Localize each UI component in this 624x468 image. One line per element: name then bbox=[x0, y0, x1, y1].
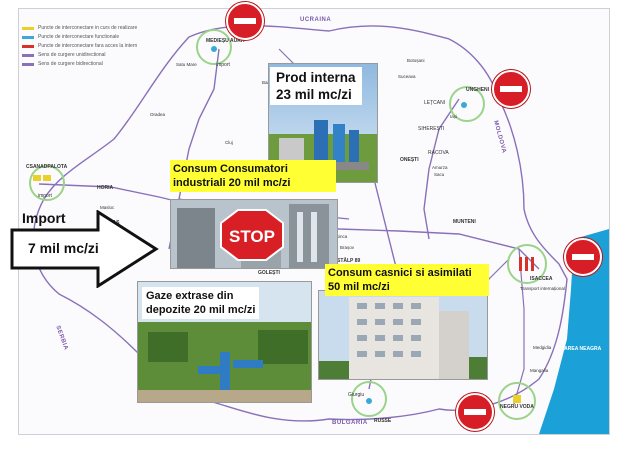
city-onesti: ONEȘTI bbox=[400, 157, 419, 163]
import-value: 7 mil mc/zi bbox=[28, 240, 99, 256]
no-entry-icon bbox=[564, 238, 602, 276]
city-botosani: Botoșani bbox=[407, 58, 425, 63]
import-arrow-icon bbox=[10, 210, 159, 288]
legend-item: Puncte de interconectare in curs de real… bbox=[22, 24, 137, 33]
city-sinca: Șinca bbox=[336, 234, 348, 239]
label-prod-interna: Prod interna 23 mil mc/zi bbox=[270, 67, 362, 105]
city-cluj: Cluj bbox=[225, 140, 233, 145]
sea-label: MAREA NEAGRA bbox=[560, 346, 602, 352]
label-consum-industrial: Consum Consumatori industriali 20 mil mc… bbox=[170, 160, 336, 192]
legend-item: Puncte de interconectare functionale bbox=[22, 33, 137, 42]
no-entry-icon bbox=[456, 393, 494, 431]
point-csanad-import: import bbox=[38, 193, 52, 199]
city-mangalia: Mangalia bbox=[530, 368, 549, 373]
legend-label: Puncte de interconectare fara acces la i… bbox=[38, 43, 138, 49]
import-title: Import bbox=[22, 210, 66, 226]
city-suceava: Suceava bbox=[398, 74, 416, 79]
point-ungheni: UNGHENI bbox=[466, 87, 490, 93]
point-ruse: RUSSE bbox=[374, 418, 392, 424]
no-entry-icon bbox=[492, 70, 530, 108]
legend-swatch bbox=[22, 63, 34, 66]
stop-sign-icon: STOP bbox=[220, 209, 284, 261]
city-iasi: Iași bbox=[450, 114, 458, 119]
point-giurgiu: Giurgiu bbox=[348, 392, 365, 398]
point-medieselaurit-import: import bbox=[216, 62, 230, 68]
legend-label: Sens de curgere unidirectional bbox=[38, 52, 106, 58]
legend-item: Sens de curgere unidirectional bbox=[22, 51, 137, 60]
legend-item: Puncte de interconectare fara acces la i… bbox=[22, 42, 137, 51]
city-satu-mare: Satu Mare bbox=[176, 62, 197, 67]
legend-item: Sens de curgere bidirectional bbox=[22, 60, 137, 69]
point-negru-voda: NEGRU VODA bbox=[500, 404, 534, 410]
legend-label: Puncte de interconectare in curs de real… bbox=[38, 25, 138, 31]
point-isaccea: ISACCEA bbox=[530, 276, 553, 282]
border-ucraina: UCRAINA bbox=[300, 17, 332, 23]
city-stalp: STÂLP 89 bbox=[337, 258, 361, 264]
legend-label: Sens de curgere bidirectional bbox=[38, 61, 103, 67]
label-consum-casnic: Consum casnici si asimilati 50 mil mc/zi bbox=[325, 264, 489, 296]
label-gaze-extrase: Gaze extrase din depozite 20 mil mc/zi bbox=[142, 287, 260, 319]
legend-swatch bbox=[22, 27, 34, 30]
city-amurza: Amurza bbox=[432, 165, 448, 170]
city-sacu: Sacu bbox=[434, 172, 445, 177]
city-transport: Transport internațional bbox=[520, 286, 565, 291]
city-medgidia: Medgidia bbox=[533, 345, 552, 350]
city-oradea: Oradea bbox=[150, 112, 166, 117]
map-legend: Puncte de interconectare in curs de real… bbox=[22, 24, 137, 69]
legend-swatch bbox=[22, 36, 34, 39]
point-csanadpalota: CSANADPALOTA bbox=[26, 164, 68, 170]
border-bulgaria: BULGARIA bbox=[332, 420, 368, 426]
city-masloc: Masloc bbox=[100, 205, 115, 210]
city-munteni: MUNTENI bbox=[453, 219, 476, 225]
city-horia: HORIA bbox=[97, 185, 114, 191]
city-sihereasti: SIHEREȘTI bbox=[418, 126, 445, 132]
photo-consum-casnic bbox=[318, 290, 488, 380]
legend-swatch bbox=[22, 45, 34, 48]
city-racova: RACOVA bbox=[428, 150, 449, 156]
legend-label: Puncte de interconectare functionale bbox=[38, 34, 120, 40]
city-golesti: GOLEȘTI bbox=[258, 270, 280, 276]
no-entry-icon bbox=[226, 2, 264, 40]
city-brasov: Brașov bbox=[340, 245, 355, 250]
point-medieselaurit: MEDIEȘU AURIT bbox=[206, 38, 246, 44]
stop-text: STOP bbox=[229, 227, 275, 246]
legend-swatch bbox=[22, 54, 34, 57]
point-leticani: LEȚCANI bbox=[424, 100, 446, 106]
